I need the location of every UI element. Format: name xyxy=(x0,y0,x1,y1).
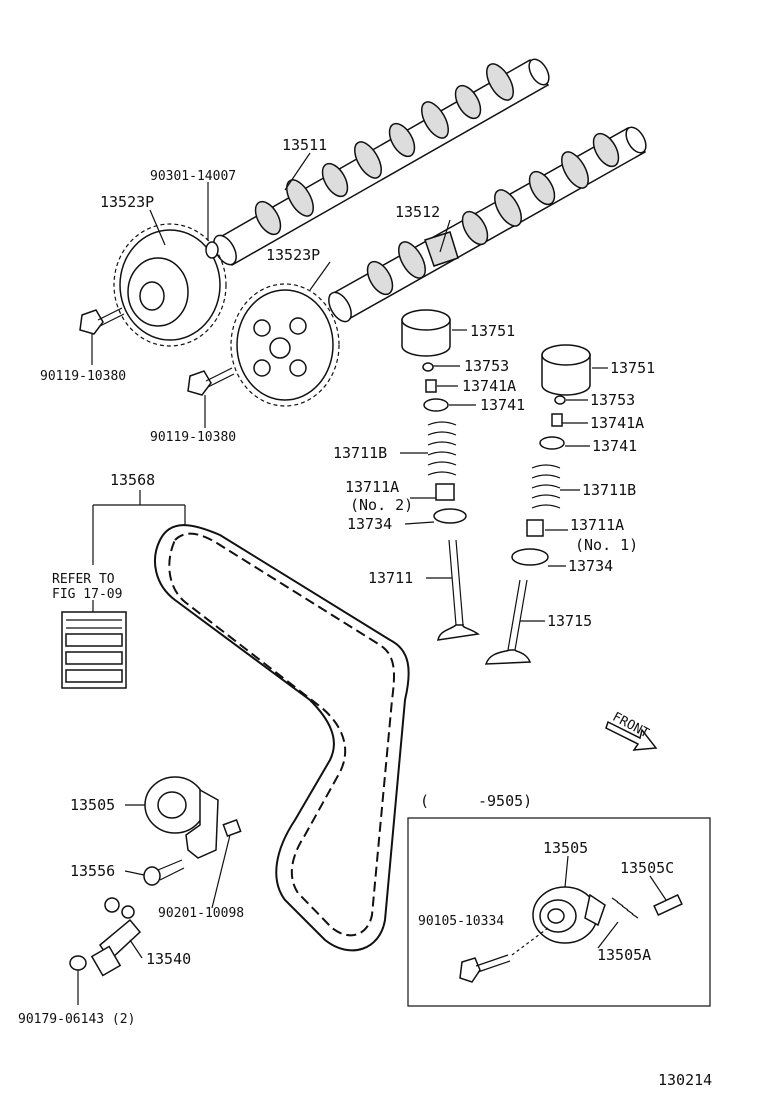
label-13741a-b: 13741A xyxy=(590,414,644,432)
label-13711: 13711 xyxy=(368,569,413,587)
bolt-90119-a xyxy=(79,307,125,335)
camshaft-13511 xyxy=(213,58,550,266)
label-13505: 13505 xyxy=(70,796,115,814)
label-13711b-b: 13711B xyxy=(582,481,636,499)
label-13556: 13556 xyxy=(70,862,115,880)
label-13711a-a: 13711A xyxy=(345,478,399,496)
label-13753-b: 13753 xyxy=(590,391,635,409)
label-13741a-a: 13741A xyxy=(462,377,516,395)
cam-pulley-lower xyxy=(230,283,340,407)
bolt-90119-b xyxy=(187,367,235,396)
label-13751-a: 13751 xyxy=(470,322,515,340)
label-13568: 13568 xyxy=(110,471,155,489)
inset-spring xyxy=(611,897,639,919)
label-13715: 13715 xyxy=(547,612,592,630)
label-90301-14007: 90301-14007 xyxy=(150,169,236,184)
label-inset-13505c: 13505C xyxy=(620,859,674,877)
label-13741-b: 13741 xyxy=(592,437,637,455)
leader-lines xyxy=(77,152,667,1005)
label-13512: 13512 xyxy=(395,203,440,221)
inset-box xyxy=(407,817,711,1007)
label-90179-06143: 90179-06143 (2) xyxy=(18,1012,135,1027)
label-inset-range-open: ( xyxy=(420,792,429,810)
label-inset-13505: 13505 xyxy=(543,839,588,857)
reference-figure-icon xyxy=(61,611,127,689)
label-90119-a: 90119-10380 xyxy=(40,369,126,384)
label-13734-a: 13734 xyxy=(347,515,392,533)
label-90119-b: 90119-10380 xyxy=(150,430,236,445)
camshaft-13512 xyxy=(328,126,647,323)
label-13741-a: 13741 xyxy=(480,396,525,414)
label-13753-a: 13753 xyxy=(464,357,509,375)
label-no2: (No. 2) xyxy=(350,496,413,514)
label-13734-b: 13734 xyxy=(568,557,613,575)
front-arrow-icon xyxy=(605,720,658,751)
label-no1: (No. 1) xyxy=(575,536,638,554)
valve-train-left xyxy=(401,309,480,641)
valve-train-right xyxy=(484,344,591,665)
label-fig-17-09: FIG 17-09 xyxy=(52,587,122,602)
inset-tensioner xyxy=(532,886,606,944)
label-13711a-b: 13711A xyxy=(570,516,624,534)
tensioner-13505 xyxy=(144,776,242,859)
bolt-13556 xyxy=(143,859,185,886)
label-inset-90105: 90105-10334 xyxy=(418,914,504,929)
label-13523p-lower: 13523P xyxy=(266,246,320,264)
label-13540: 13540 xyxy=(146,950,191,968)
figure-number: 130214 xyxy=(658,1071,712,1089)
timing-belt-13568 xyxy=(154,524,410,952)
label-13511: 13511 xyxy=(282,136,327,154)
label-inset-range: -9505) xyxy=(478,792,532,810)
label-13751-b: 13751 xyxy=(610,359,655,377)
damper-13540 xyxy=(90,897,142,977)
label-13711b-a: 13711B xyxy=(333,444,387,462)
label-refer-to: REFER TO xyxy=(52,572,115,587)
label-90201-10098: 90201-10098 xyxy=(158,906,244,921)
label-inset-13505a: 13505A xyxy=(597,946,651,964)
inset-bolt xyxy=(459,927,549,983)
label-13523p-upper: 13523P xyxy=(100,193,154,211)
nut-90179 xyxy=(69,955,87,971)
inset-spring-cap xyxy=(653,893,683,917)
cam-pulley-upper xyxy=(113,223,227,347)
